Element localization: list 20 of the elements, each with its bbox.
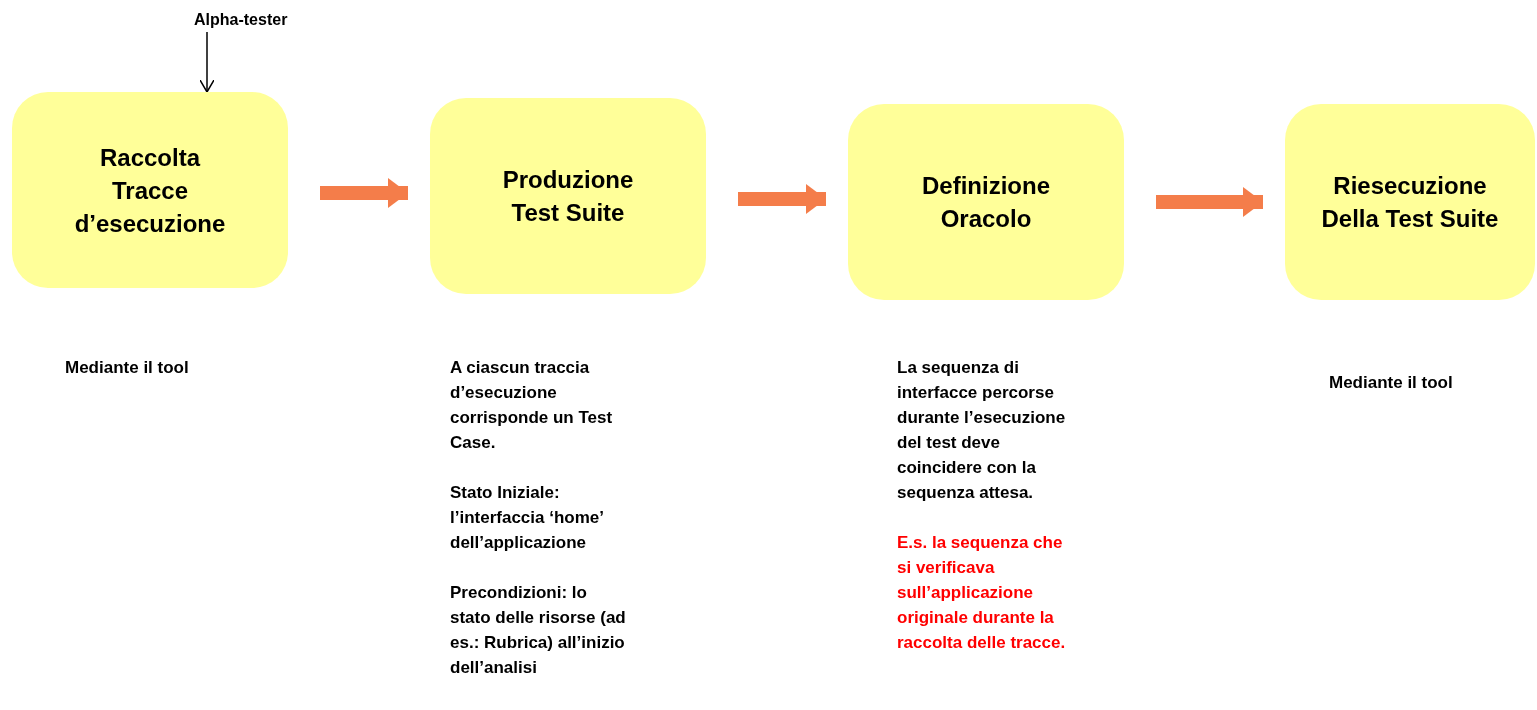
step-title: Produzione Test Suite — [501, 165, 635, 228]
role-label: Alpha-tester — [194, 8, 318, 32]
process-box — [430, 98, 706, 294]
step-note: A ciascun traccia d’esecuzione corrisponde un Test Case. — [450, 357, 614, 454]
step-title: Raccolta Tracce d’esecuzione — [73, 142, 227, 239]
step-note: La sequenza di interfacce percorse durante l’esecuzione del test deve coincidere con la sequenza attesa. — [897, 357, 1067, 504]
process-box — [12, 92, 288, 288]
step-note: Mediante il tool — [65, 357, 189, 379]
step-note: Stato Iniziale: l’interfaccia ‘home’ dell’applicazione — [450, 482, 605, 554]
step-note: Mediante il tool — [1329, 372, 1453, 394]
arrow — [738, 184, 826, 214]
step-note: Precondizioni: lo stato delle risorse (ad es.: Rubrica) all’inizio dell’analisi — [450, 582, 627, 679]
arrow — [320, 178, 408, 208]
arrow — [199, 31, 215, 93]
process-box — [848, 104, 1124, 300]
step-title: Definizione Oracolo — [921, 171, 1051, 234]
step-note: E.s. la sequenza che si verificava sull’applicazione originale durante la raccolta delle tracce. — [897, 532, 1067, 654]
step-title: Riesecuzione Della Test Suite — [1320, 171, 1500, 234]
arrow — [1156, 187, 1263, 217]
process-box — [1285, 104, 1535, 300]
